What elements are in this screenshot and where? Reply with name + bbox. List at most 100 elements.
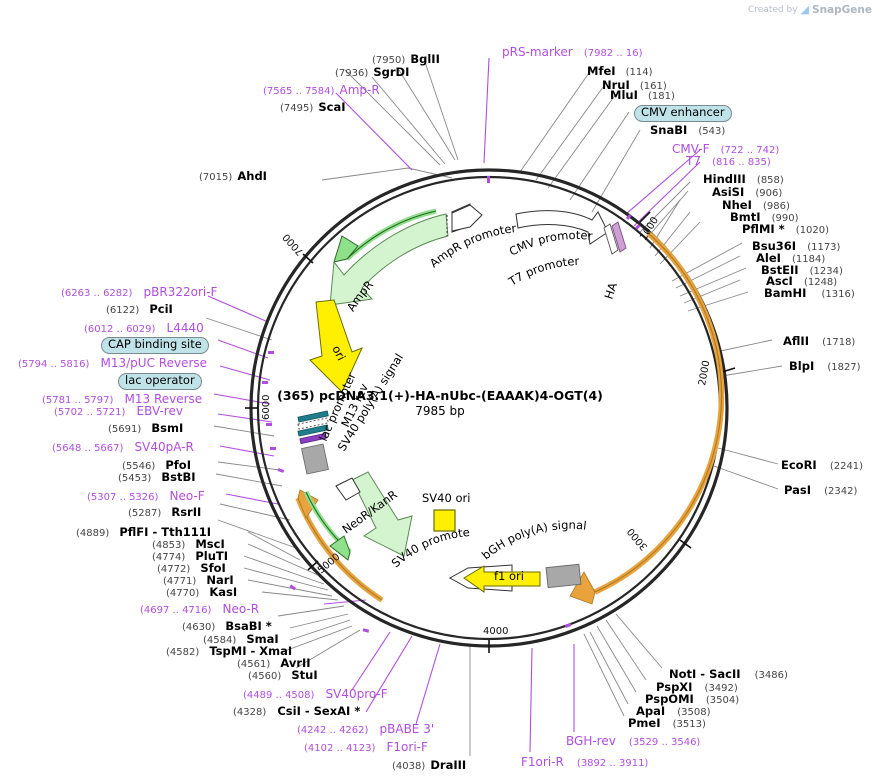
label-m13-puc-reverse-primer[interactable]: (5794 .. 5816) M13/pUC Reverse	[18, 356, 208, 370]
svg-text:6000: 6000	[261, 395, 272, 420]
svg-text:3000: 3000	[626, 526, 651, 553]
leader-lines-bottom-right	[583, 613, 663, 717]
label-bmti[interactable]: BmtI (990)	[730, 210, 799, 224]
label-bstbi[interactable]: (5453) BstBI	[118, 470, 196, 484]
label-bglii[interactable]: (7950) BglII	[372, 52, 440, 66]
feature-arc-orange-left	[295, 489, 384, 603]
label-sfoi[interactable]: (4772) SfoI	[157, 561, 226, 575]
leader-lines-bottom-left	[205, 317, 471, 756]
label-ebv-rev-primer[interactable]: (5702 .. 5721) EBV-rev	[54, 404, 183, 418]
label-f1ori-r-primer[interactable]: F1ori-R (3892 .. 3911)	[521, 755, 649, 769]
label-amp-r-primer[interactable]: (7565 .. 7584) Amp-R	[263, 83, 380, 97]
label-pcii[interactable]: (6122) PciI	[106, 302, 173, 316]
label-neo-f-primer[interactable]: (5307 .. 5326) Neo-F	[87, 489, 205, 503]
label-kasi[interactable]: (4770) KasI	[166, 585, 238, 599]
label-csii-sexai[interactable]: (4328) CsiI - SexAI *	[233, 704, 361, 718]
label-pflfi-tth111i[interactable]: (4889) PflFI - Tth111I	[76, 525, 212, 539]
label-pbabe3-primer[interactable]: (4242 .. 4262) pBABE 3'	[297, 722, 435, 736]
label-stui[interactable]: (4560) StuI	[248, 668, 318, 682]
label-sv40pro-f-primer[interactable]: (4489 .. 4508) SV40pro-F	[243, 687, 388, 701]
plasmid-title: (365) pcDNA3.1(+)-HA-nUbc-(EAAAK)4-OGT(4…	[277, 388, 603, 403]
label-bamhi[interactable]: BamHI (1316)	[764, 286, 855, 300]
label-alei[interactable]: AleI (1184)	[756, 251, 826, 265]
label-sgrdi[interactable]: (7936) SgrDI	[335, 65, 410, 79]
label-pfoi[interactable]: (5546) PfoI	[122, 458, 191, 472]
feature-label-ori: ori	[329, 343, 348, 363]
feature-cmv-promoter-arrow	[515, 210, 609, 245]
label-asisi[interactable]: AsiSI (906)	[712, 185, 783, 199]
label-ahdi[interactable]: (7015) AhdI	[199, 169, 267, 183]
label-pbr322ori-f-primer[interactable]: (6263 .. 6282) pBR322ori-F	[61, 285, 218, 299]
label-nari[interactable]: (4771) NarI	[163, 573, 234, 587]
label-m13-reverse-primer[interactable]: (5781 .. 5797) M13 Reverse	[42, 392, 203, 406]
label-neo-r-primer[interactable]: (4697 .. 4716) Neo-R	[140, 602, 260, 616]
label-ecori[interactable]: EcoRI (2241)	[781, 458, 864, 472]
label-bsmi[interactable]: (5691) BsmI	[108, 421, 184, 435]
feature-arc-neor-green	[303, 490, 352, 561]
label-pspxi[interactable]: PspXI (3492)	[656, 680, 738, 694]
leader-lines-primer-bottomright	[529, 644, 575, 753]
label-scai[interactable]: (7495) ScaI	[280, 100, 346, 114]
backbone-primer-ticks	[262, 176, 641, 633]
label-mfei[interactable]: MfeI (114)	[587, 64, 653, 78]
leader-lines-primer-topright	[625, 149, 701, 227]
label-snabi[interactable]: SnaBI (543)	[650, 123, 726, 137]
label-rsrii[interactable]: (5287) RsrII	[128, 505, 202, 519]
label-nrui[interactable]: NruI (161)	[602, 78, 667, 92]
label-aflii[interactable]: AflII (1718)	[783, 334, 856, 348]
label-bgh-rev-primer[interactable]: BGH-rev (3529 .. 3546)	[566, 734, 701, 748]
plasmid-length: 7985 bp	[415, 404, 465, 418]
svg-text:4000: 4000	[483, 626, 508, 637]
snapgene-logo-icon: ◢	[800, 3, 810, 16]
label-nhei[interactable]: NheI (986)	[722, 198, 790, 212]
label-hindiii[interactable]: HindIII (858)	[703, 172, 784, 186]
label-lac-operator-chip[interactable]: lac operator	[118, 371, 202, 390]
svg-text:T7 promoter: T7 promoter	[505, 254, 579, 289]
label-pluti[interactable]: (4774) PluTI	[152, 549, 229, 563]
label-f1ori-f-primer[interactable]: (4102 .. 4123) F1ori-F	[304, 740, 428, 754]
label-smai[interactable]: (4584) SmaI	[203, 632, 279, 646]
label-msci[interactable]: (4853) MscI	[152, 537, 225, 551]
label-noti-sacii[interactable]: NotI - SacII (3486)	[669, 667, 788, 681]
svg-text:7000: 7000	[281, 231, 306, 257]
feature-ori-arrow	[309, 299, 363, 393]
label-blpi[interactable]: BlpI (1827)	[789, 359, 861, 373]
feature-f1-ori-arrow	[463, 565, 541, 593]
feature-ha-block	[603, 221, 627, 255]
feature-label-cmv-promoter: CMV promoter	[507, 228, 594, 259]
watermark-prefix: Created by	[748, 4, 798, 15]
label-cap-binding-site-chip[interactable]: CAP binding site	[101, 335, 209, 354]
label-pmei[interactable]: PmeI (3513)	[628, 716, 706, 730]
svg-text:2000: 2000	[697, 360, 712, 387]
feature-label-sv40-ori: SV40 ori	[422, 491, 470, 505]
label-l4440-primer[interactable]: (6012 .. 6029) L4440	[84, 321, 204, 335]
leader-lines-top-right	[519, 69, 749, 312]
label-cmv-enhancer-chip[interactable]: CMV enhancer	[634, 103, 732, 122]
feature-sv40-polya-head	[335, 477, 361, 501]
label-pasi[interactable]: PasI (2342)	[784, 483, 858, 497]
feature-label-t7-promoter: T7 promoter	[505, 254, 579, 289]
label-pspomi[interactable]: PspOMI (3504)	[645, 692, 740, 706]
feature-sv40-polya-arrow	[351, 471, 413, 557]
label-bsu36i[interactable]: Bsu36I (1173)	[752, 239, 841, 253]
label-sv40pa-r-primer[interactable]: (5648 .. 5667) SV40pA-R	[52, 440, 194, 454]
label-bsabi[interactable]: (4630) BsaBI *	[182, 619, 272, 633]
label-apai[interactable]: ApaI (3508)	[636, 704, 711, 718]
label-draiii[interactable]: (4038) DraIII	[392, 758, 467, 772]
snapgene-watermark: Created by ◢ SnapGene	[748, 3, 872, 16]
label-bstii[interactable]: BstEII (1234)	[761, 263, 843, 277]
label-t7-primer[interactable]: T7 (816 .. 835)	[686, 154, 771, 168]
feature-lac-cluster	[297, 410, 329, 475]
label-asci[interactable]: AscI (1248)	[766, 274, 838, 288]
label-pflmi[interactable]: PflMI * (1020)	[742, 222, 830, 236]
label-mlui[interactable]: MluI (181)	[610, 88, 675, 102]
label-prs-marker[interactable]: pRS-marker (7982 .. 16)	[502, 45, 643, 59]
svg-text:bGH poly(A) signal: bGH poly(A) signal	[479, 518, 587, 563]
feature-label-bgh-polya: bGH poly(A) signal	[479, 518, 587, 563]
svg-text:CMV promoter: CMV promoter	[507, 228, 594, 259]
label-tspmi-xmai[interactable]: (4582) TspMI - XmaI	[166, 644, 293, 658]
label-avrii[interactable]: (4561) AvrII	[237, 656, 311, 670]
feature-label-ha: HA	[602, 281, 620, 301]
label-cmv-f-primer[interactable]: CMV-F (722 .. 742)	[672, 142, 780, 156]
